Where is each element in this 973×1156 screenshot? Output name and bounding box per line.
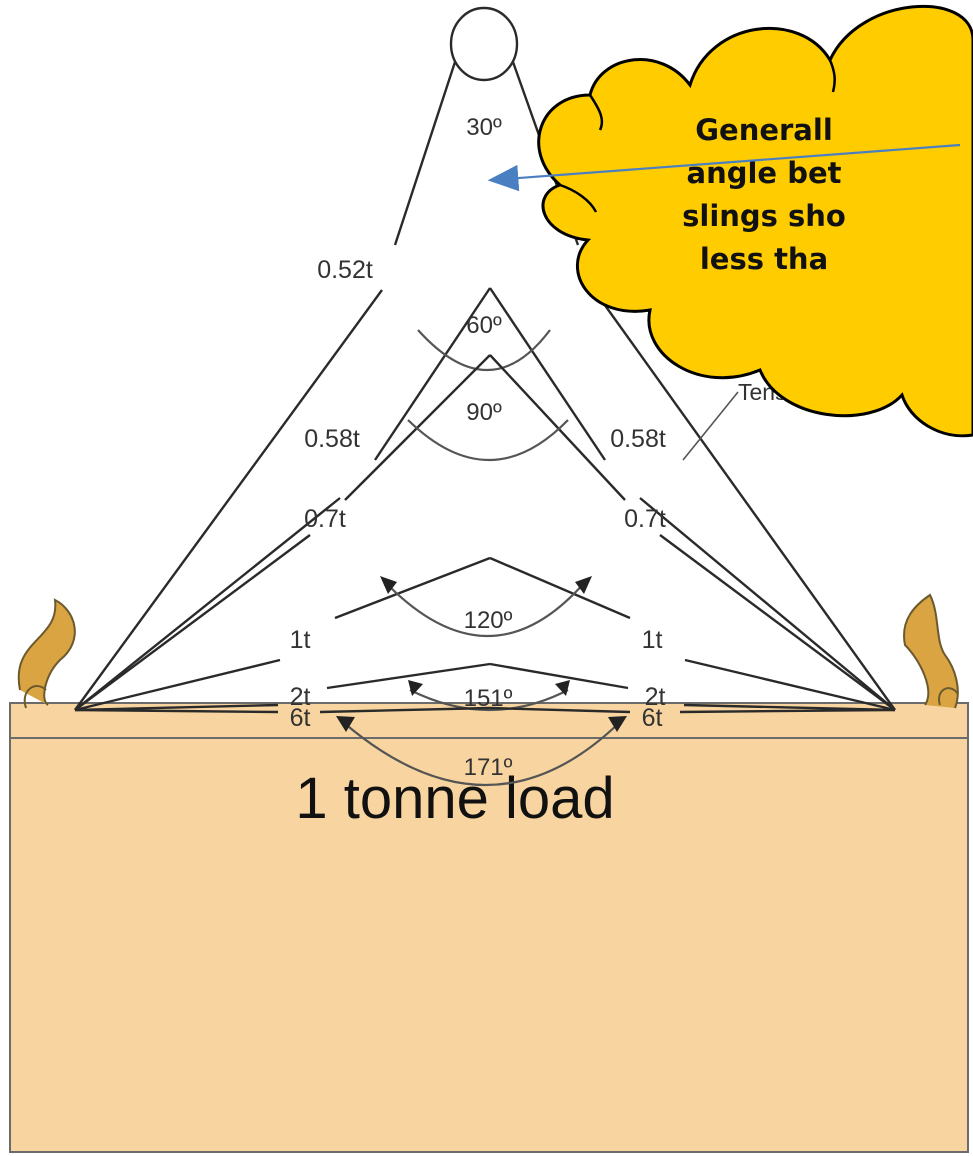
- tension-right-6t: 6t: [642, 704, 663, 732]
- load-face: [9, 737, 969, 1153]
- tension-right-0.58t: 0.58t: [610, 425, 666, 453]
- callout-line-4: less tha: [700, 242, 828, 276]
- sling-60: 60º 0.58t 0.58t: [74, 287, 896, 711]
- sling-151: 151º 2t 2t: [74, 662, 896, 712]
- callout-cloud: Generall angle bet slings sho less tha: [537, 4, 973, 438]
- callout-line-3: slings sho: [682, 199, 846, 233]
- tension-left-2t: 2t: [290, 683, 311, 711]
- tension-left-0.7t: 0.7t: [304, 505, 346, 533]
- load-label: 1 tonne load: [295, 766, 614, 831]
- load-block: 1 tonne load: [9, 702, 969, 1153]
- tension-left-0.58t: 0.58t: [304, 425, 360, 453]
- angle-label-30: 30º: [466, 114, 502, 141]
- left-hook-icon: [17, 598, 76, 709]
- angle-label-60: 60º: [466, 312, 502, 339]
- tension-right-1t: 1t: [642, 626, 663, 654]
- sling-120: 120º 1t 1t: [74, 556, 896, 712]
- callout-line-2: angle bet: [687, 156, 842, 190]
- angle-label-90: 90º: [466, 399, 502, 426]
- angle-label-120: 120º: [464, 607, 513, 634]
- angle-label-171: 171º: [464, 754, 513, 781]
- callout-arrow-icon: [487, 143, 961, 192]
- tension-left-0.52t: 0.52t: [317, 256, 373, 284]
- sling-171: 171º 6t 6t: [74, 704, 896, 786]
- tension-left-1t: 1t: [290, 626, 311, 654]
- right-hook-icon: [903, 593, 959, 709]
- lifting-ring: [449, 6, 519, 82]
- tension-right-0.7t: 0.7t: [624, 505, 666, 533]
- tension-right-2t: 2t: [645, 683, 666, 711]
- callout-line-1: Generall: [695, 113, 833, 147]
- tension-left-6t: 6t: [290, 704, 311, 732]
- sling-90: 90º 0.7t 0.7t: [74, 354, 896, 711]
